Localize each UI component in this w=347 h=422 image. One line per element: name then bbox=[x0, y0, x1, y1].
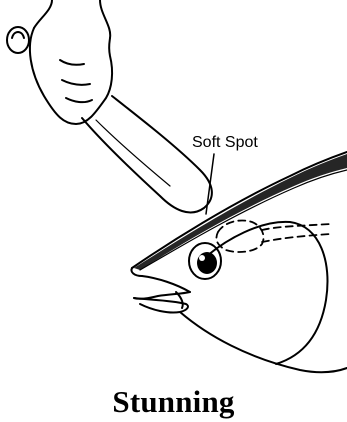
fish-gill-cover bbox=[200, 222, 328, 364]
fish-upper-jaw bbox=[142, 276, 190, 292]
club-ring-inner bbox=[12, 32, 24, 38]
callout-leader-line bbox=[206, 154, 214, 214]
fish-lower-jaw bbox=[134, 298, 188, 313]
brain-outline-dashed bbox=[216, 220, 330, 252]
fish-eye-pupil bbox=[197, 252, 217, 274]
fish-eye-highlight bbox=[199, 255, 205, 261]
club-ring bbox=[7, 27, 29, 53]
figure-caption: Stunning bbox=[0, 384, 347, 420]
club-outline bbox=[82, 96, 212, 212]
club-highlight bbox=[96, 120, 170, 186]
hand-outline bbox=[30, 28, 112, 124]
knuckle-lines bbox=[60, 60, 92, 102]
arm-outline bbox=[34, 0, 110, 38]
fish-throat bbox=[180, 312, 347, 372]
fish-lower-jaw-mark bbox=[176, 292, 183, 308]
callout-soft-spot: Soft Spot bbox=[192, 134, 258, 152]
